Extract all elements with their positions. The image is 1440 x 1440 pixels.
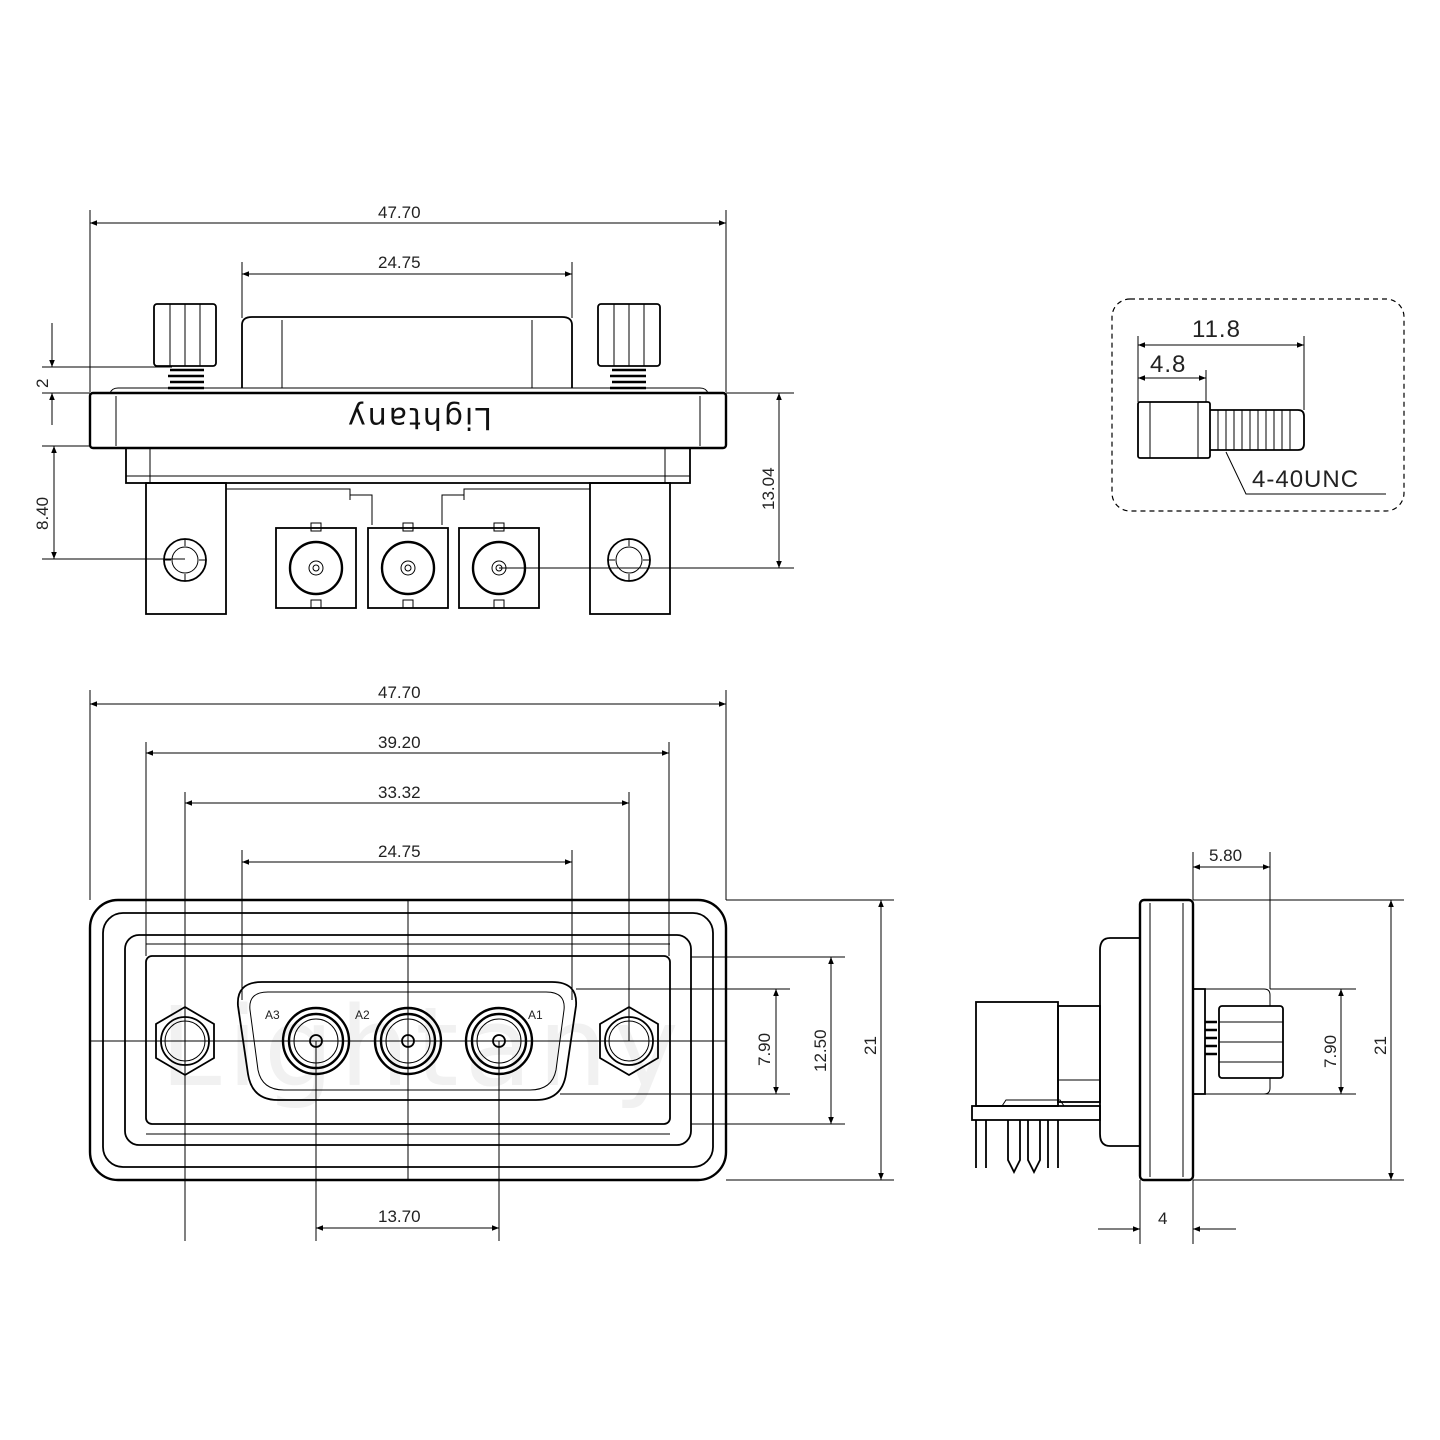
- dim-mount-hole-spacing: 33.32: [378, 783, 421, 802]
- pin-label-a2: A2: [355, 1008, 370, 1022]
- dim-front-shell-width: 24.75: [378, 842, 421, 861]
- dim-front-overall-width: 47.70: [378, 683, 421, 702]
- contact-housing-a1: [458, 522, 540, 609]
- bracket-left: [145, 482, 227, 615]
- d-shell-opening: [237, 981, 577, 1101]
- bracket-hole-right: [607, 538, 651, 582]
- screw-detail: 11.8 4.8 4-40UNC: [1111, 298, 1405, 512]
- front-view: A3 A2 A1 47.70 39.20 33.32 24.75 13.70: [88, 683, 894, 1241]
- dim-top-shell-width: 24.75: [378, 253, 421, 272]
- dim-standoff-length: 5.80: [1209, 846, 1242, 865]
- pin-label-a3: A3: [265, 1008, 280, 1022]
- dim-side-flange-height: 21: [1371, 1036, 1390, 1055]
- side-view: 5.80 7.90 21 4: [971, 846, 1404, 1244]
- dim-thread-height: 2: [33, 379, 52, 388]
- jack-screw-right: [597, 303, 661, 390]
- dim-side-standoff-height: 7.90: [1321, 1035, 1340, 1068]
- dim-screw-hex-length: 4.8: [1150, 351, 1186, 378]
- dim-flange-thickness: 4: [1158, 1209, 1167, 1228]
- contact-housing-a3: [275, 522, 357, 609]
- dim-pin-pitch: 13.70: [378, 1207, 421, 1226]
- dim-front-shell-height: 7.90: [755, 1033, 774, 1066]
- jack-screw-left: [153, 303, 217, 390]
- dim-screw-total-length: 11.8: [1192, 316, 1241, 343]
- top-view: Lightany: [33, 203, 794, 615]
- dim-side-height: 13.04: [759, 467, 778, 510]
- bracket-right: [589, 482, 671, 615]
- thread-spec: 4-40UNC: [1252, 466, 1359, 493]
- shell-top: [241, 316, 573, 388]
- contact-housing-a2: [367, 522, 449, 609]
- dim-front-flange-height: 21: [861, 1036, 880, 1055]
- dim-flange-width: 39.20: [378, 733, 421, 752]
- brand-label: Lightany: [346, 400, 492, 435]
- dim-top-overall-width: 47.70: [378, 203, 421, 222]
- pin-label-a1: A1: [528, 1008, 543, 1022]
- side-flange: [1138, 898, 1195, 1182]
- dim-inner-height: 12.50: [811, 1029, 830, 1072]
- dim-pcb-offset: 8.40: [33, 497, 52, 530]
- bracket-hole-left: [163, 538, 207, 582]
